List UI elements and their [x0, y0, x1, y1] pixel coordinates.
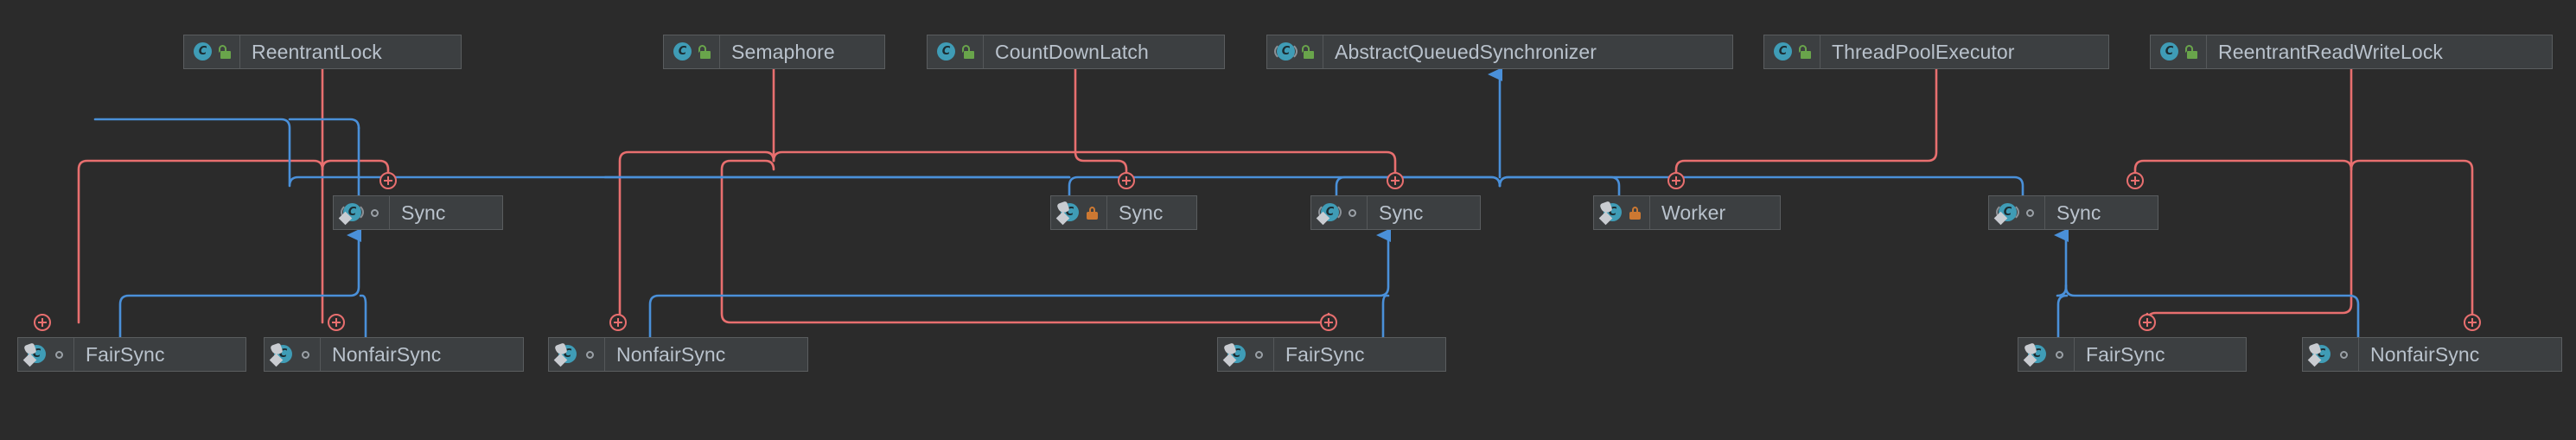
lock-open-icon	[2184, 44, 2198, 60]
containment-plus-icon-sem-sync[interactable]	[1387, 172, 1404, 189]
lock-open-icon	[698, 44, 711, 60]
containment-plus-icon-rl-nonfairsync[interactable]	[328, 314, 345, 331]
lock-open-icon	[1301, 44, 1315, 60]
lock-open-icon	[218, 44, 232, 60]
node-icon-gutter: C	[265, 338, 321, 371]
class-node-abstractqueuedsynchronizer[interactable]: C AbstractQueuedSynchronizer	[1266, 35, 1733, 69]
node-icon-gutter: C	[1989, 196, 2045, 229]
containment-plus-icon-tpe-worker[interactable]	[1667, 172, 1685, 189]
node-icon-gutter: C	[1594, 196, 1650, 229]
class-node-rrwl-fairsync[interactable]: C FairSync	[2018, 337, 2247, 372]
class-node-countdownlatch[interactable]: C CountDownLatch	[927, 35, 1225, 69]
class-icon: C	[1771, 41, 1792, 62]
class-node-reentrantreadwritelock[interactable]: C ReentrantReadWriteLock	[2150, 35, 2553, 69]
class-node-label: FairSync	[86, 342, 165, 366]
containment-plus-icon-rrwl-fairsync[interactable]	[2139, 314, 2156, 331]
class-icon: C	[934, 41, 955, 62]
abstract-inner-class-icon: C	[1993, 202, 2019, 226]
abstract-inner-class-icon: C	[1316, 202, 1342, 226]
class-icon: C	[671, 41, 692, 62]
class-node-threadpoolexecutor[interactable]: C ThreadPoolExecutor	[1763, 35, 2109, 69]
final-inner-class-icon: C	[1598, 201, 1622, 226]
final-inner-class-icon: C	[2023, 342, 2046, 367]
class-node-cdl-sync[interactable]: C Sync	[1050, 195, 1197, 230]
class-node-tpe-worker[interactable]: C Worker	[1593, 195, 1781, 230]
containment-plus-icon-sem-nonfairsync[interactable]	[609, 314, 627, 331]
class-node-label: ThreadPoolExecutor	[1832, 40, 2015, 63]
package-ring-icon	[1252, 347, 1266, 362]
lock-closed-icon	[1628, 205, 1642, 220]
node-icon-gutter: C	[928, 35, 984, 68]
class-node-rrwl-nonfairsync[interactable]: C NonfairSync	[2302, 337, 2562, 372]
node-icon-gutter: C	[1267, 35, 1323, 68]
class-node-label: FairSync	[2086, 342, 2165, 366]
class-node-label: NonfairSync	[2370, 342, 2480, 366]
class-node-rrwl-sync[interactable]: C Sync	[1988, 195, 2158, 230]
final-inner-class-icon: C	[1222, 342, 1246, 367]
node-icon-gutter: C	[2303, 338, 2359, 371]
node-icon-gutter: C	[334, 196, 390, 229]
node-icon-gutter: C	[664, 35, 720, 68]
package-ring-icon	[2023, 205, 2037, 220]
class-node-label: Sync	[401, 201, 446, 224]
final-inner-class-icon: C	[1055, 201, 1079, 226]
class-node-sem-nonfairsync[interactable]: C NonfairSync	[548, 337, 808, 372]
package-ring-icon	[583, 347, 596, 362]
package-ring-icon	[2052, 347, 2066, 362]
final-inner-class-icon: C	[22, 342, 46, 367]
node-icon-gutter: C	[18, 338, 74, 371]
class-node-label: Sync	[1119, 201, 1164, 224]
final-inner-class-icon: C	[269, 342, 292, 367]
abstract-class-icon: C	[1274, 41, 1298, 62]
node-icon-gutter: C	[184, 35, 240, 68]
class-node-label: ReentrantLock	[252, 40, 382, 63]
class-node-rl-nonfairsync[interactable]: C NonfairSync	[264, 337, 524, 372]
containment-plus-icon-cdl-sync[interactable]	[1118, 172, 1135, 189]
package-ring-icon	[367, 205, 381, 220]
node-icon-gutter: C	[1218, 338, 1274, 371]
class-icon: C	[191, 41, 212, 62]
abstract-inner-class-icon: C	[338, 202, 364, 226]
node-icon-gutter: C	[2151, 35, 2207, 68]
class-node-label: FairSync	[1285, 342, 1365, 366]
class-node-label: ReentrantReadWriteLock	[2218, 40, 2444, 63]
node-icon-gutter: C	[549, 338, 605, 371]
class-icon: C	[2158, 41, 2178, 62]
containment-plus-icon-rl-fairsync[interactable]	[34, 314, 51, 331]
package-ring-icon	[298, 347, 312, 362]
class-node-rl-fairsync[interactable]: C FairSync	[17, 337, 246, 372]
class-node-label: Worker	[1661, 201, 1726, 224]
lock-open-icon	[1798, 44, 1812, 60]
package-ring-icon	[1345, 205, 1359, 220]
class-node-reentrantlock[interactable]: C ReentrantLock	[183, 35, 462, 69]
final-inner-class-icon: C	[2307, 342, 2331, 367]
class-node-sem-fairsync[interactable]: C FairSync	[1217, 337, 1446, 372]
class-node-label: Semaphore	[731, 40, 835, 63]
class-node-label: AbstractQueuedSynchronizer	[1335, 40, 1597, 63]
node-icon-gutter: C	[1311, 196, 1368, 229]
class-node-semaphore[interactable]: C Semaphore	[663, 35, 885, 69]
package-ring-icon	[52, 347, 66, 362]
class-node-sem-sync[interactable]: C Sync	[1310, 195, 1481, 230]
containment-plus-icon-rl-sync[interactable]	[379, 172, 397, 189]
lock-closed-icon	[1085, 205, 1099, 220]
class-node-label: Sync	[2056, 201, 2101, 224]
node-icon-gutter: C	[1051, 196, 1107, 229]
final-inner-class-icon: C	[553, 342, 577, 367]
class-node-label: Sync	[1379, 201, 1424, 224]
class-node-label: CountDownLatch	[995, 40, 1149, 63]
package-ring-icon	[2337, 347, 2350, 362]
node-icon-gutter: C	[1764, 35, 1820, 68]
lock-open-icon	[961, 44, 975, 60]
node-icon-gutter: C	[2018, 338, 2075, 371]
class-node-rl-sync[interactable]: C Sync	[333, 195, 503, 230]
containment-plus-icon-rrwl-sync[interactable]	[2126, 172, 2144, 189]
containment-plus-icon-sem-fairsync[interactable]	[1320, 314, 1337, 331]
class-node-label: NonfairSync	[332, 342, 442, 366]
class-node-label: NonfairSync	[616, 342, 726, 366]
containment-plus-icon-rrwl-nonfairsync[interactable]	[2464, 314, 2481, 331]
